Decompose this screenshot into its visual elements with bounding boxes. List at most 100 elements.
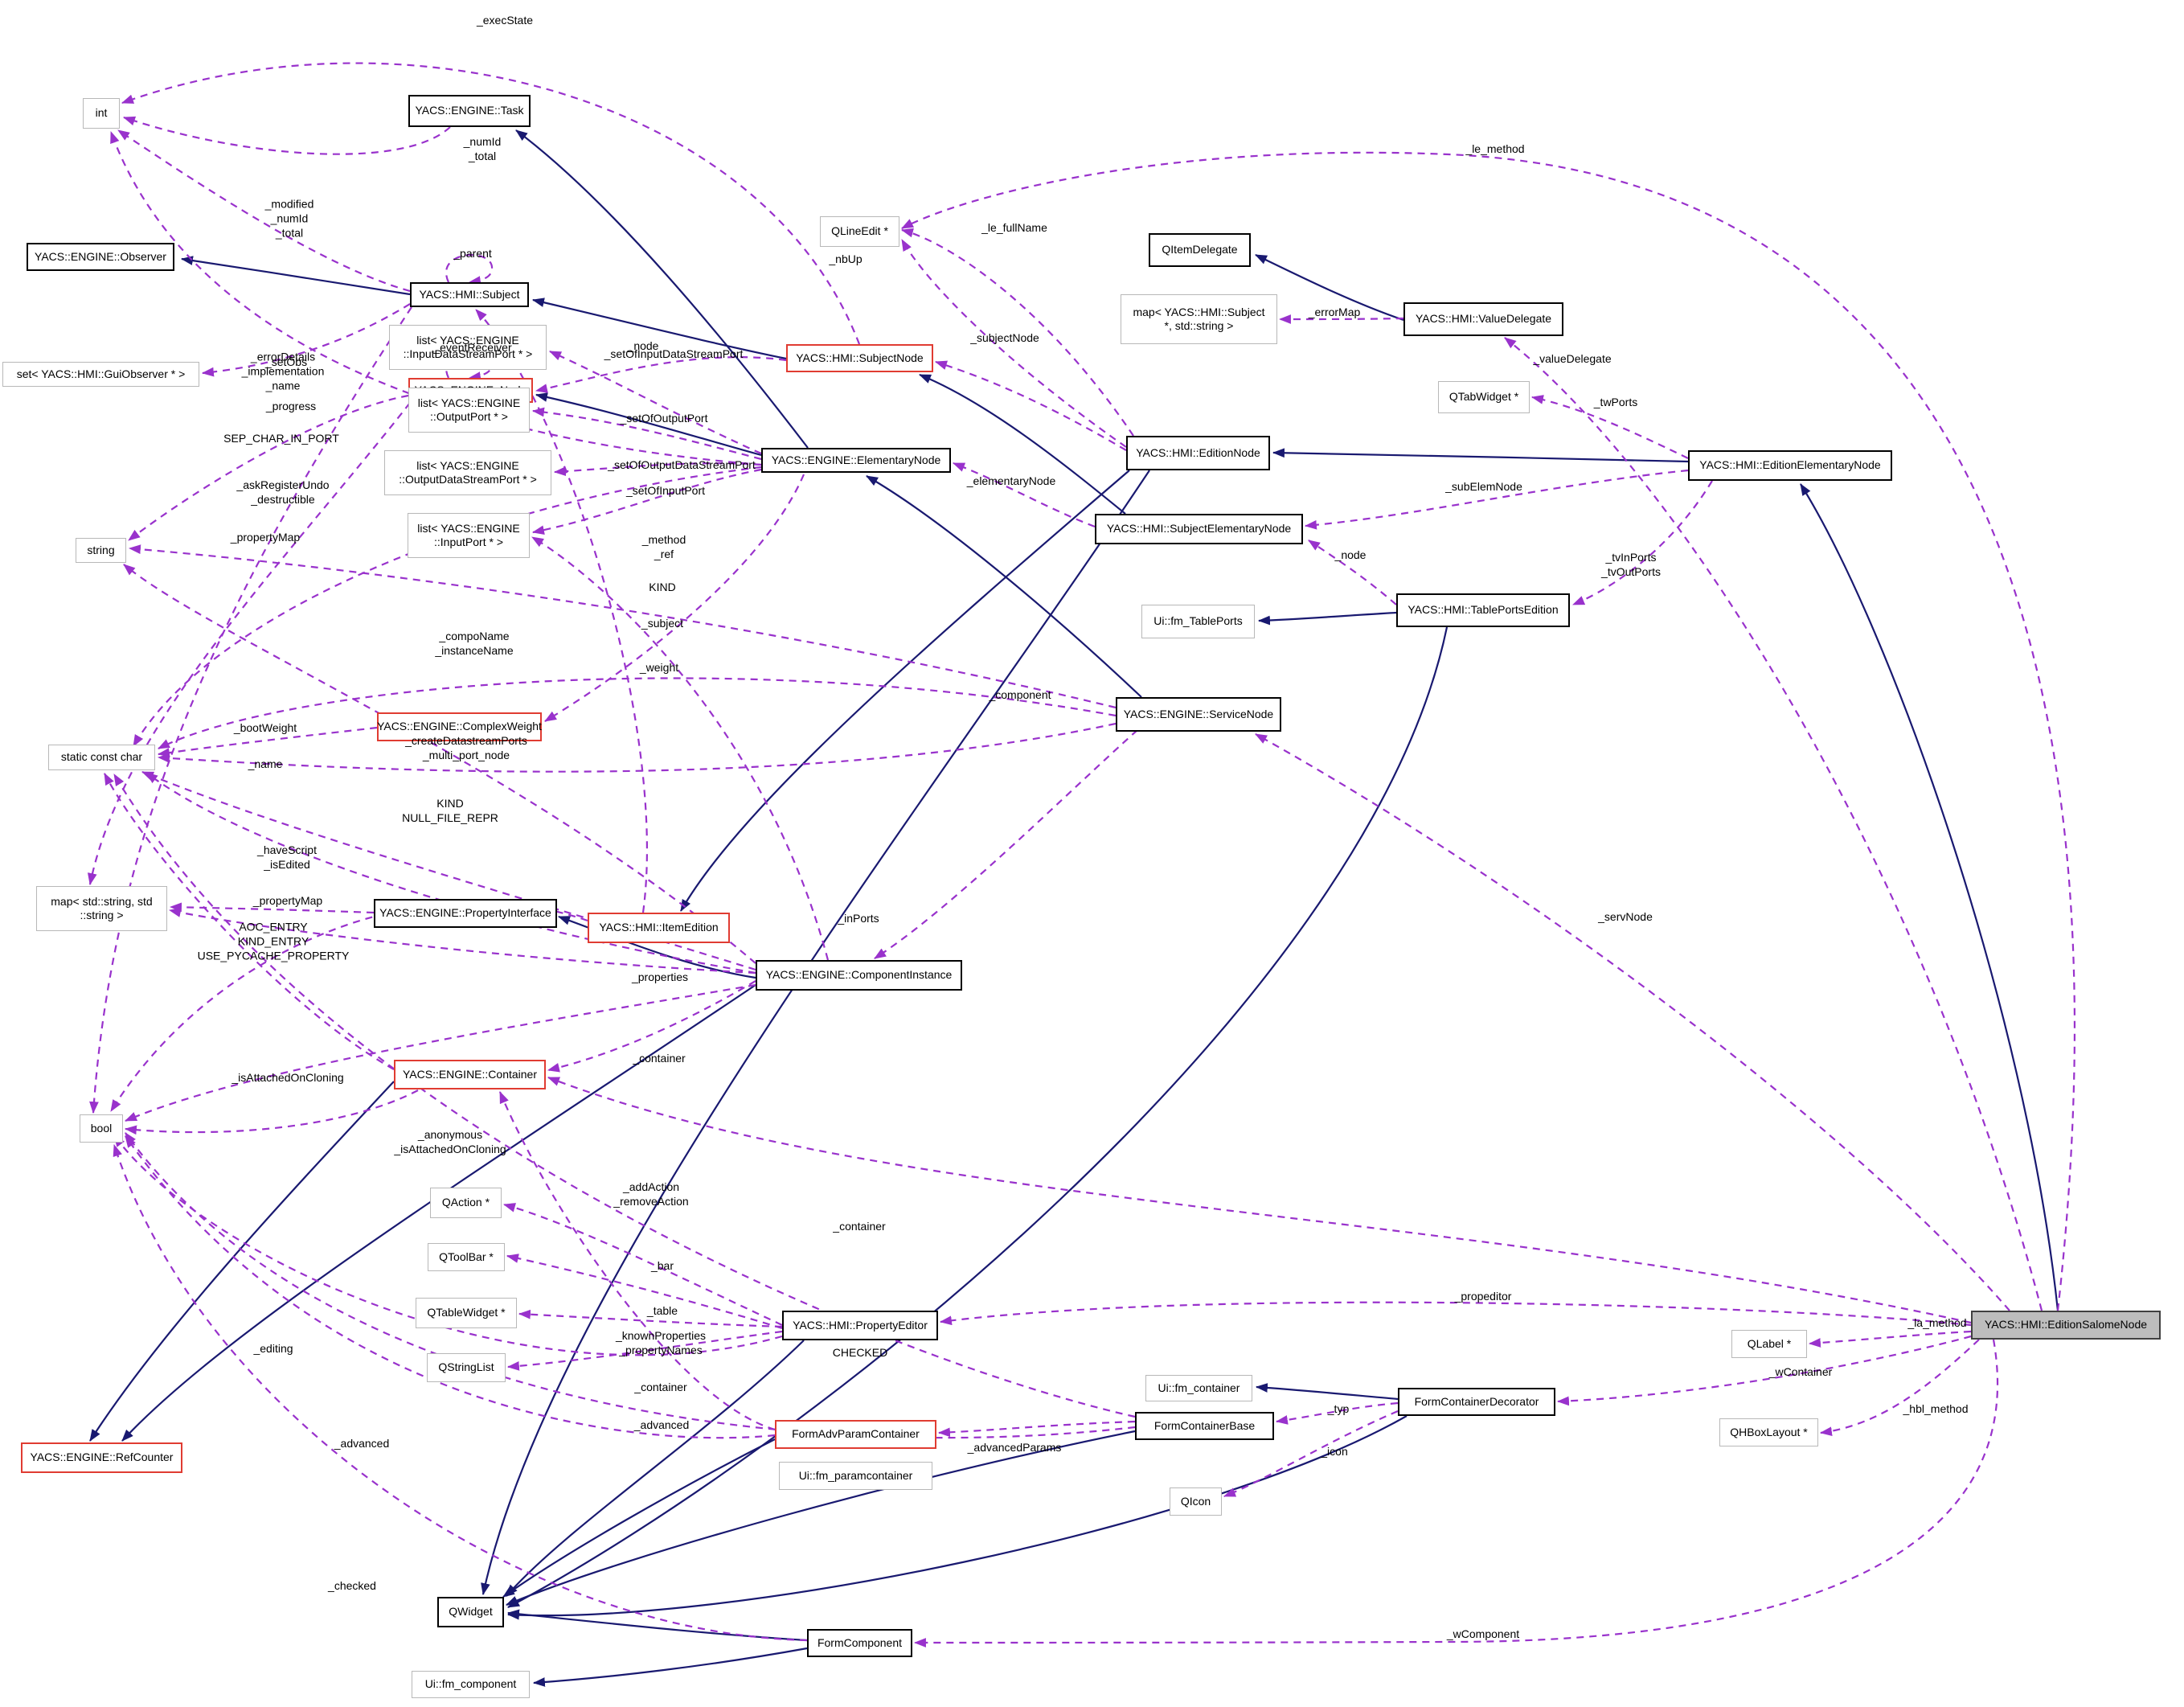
class-node-string[interactable]: string bbox=[76, 538, 126, 563]
class-node-valuedelegate[interactable]: YACS::HMI::ValueDelegate bbox=[1403, 302, 1563, 336]
inheritance-edge-10 bbox=[507, 626, 1448, 1608]
class-node-qhboxlayout[interactable]: QHBoxLayout * bbox=[1719, 1418, 1818, 1446]
inheritance-edge-6 bbox=[1272, 448, 1689, 463]
usage-edge-79 bbox=[1275, 1401, 1399, 1425]
usage-edge-26 bbox=[445, 253, 494, 285]
class-node-elementarynode[interactable]: YACS::ENGINE::ElementaryNode bbox=[761, 448, 951, 473]
class-node-complexweight[interactable]: YACS::ENGINE::ComplexWeight bbox=[377, 712, 542, 741]
inheritance-edge-14 bbox=[506, 1415, 1408, 1620]
class-node-fmparamcontainer[interactable]: Ui::fm_paramcontainer bbox=[779, 1462, 932, 1490]
class-node-task[interactable]: YACS::ENGINE::Task bbox=[408, 95, 531, 127]
class-node-qtablewidget[interactable]: QTableWidget * bbox=[416, 1298, 517, 1328]
class-node-formcontainerbase[interactable]: FormContainerBase bbox=[1135, 1412, 1274, 1440]
class-node-lodsp[interactable]: list< YACS::ENGINE ::OutputDataStreamPor… bbox=[384, 450, 551, 495]
class-node-fmcontainer[interactable]: Ui::fm_container bbox=[1145, 1375, 1252, 1401]
usage-edge-80 bbox=[1223, 1410, 1399, 1498]
usage-edge-25 bbox=[117, 129, 411, 293]
class-node-editionnode[interactable]: YACS::HMI::EditionNode bbox=[1126, 436, 1270, 470]
usage-edge-59 bbox=[874, 729, 1138, 959]
class-node-qstringlist[interactable]: QStringList bbox=[427, 1353, 506, 1382]
usage-edge-85 bbox=[1819, 1339, 1980, 1437]
inheritance-edge-17 bbox=[506, 1609, 808, 1642]
class-node-fmcomponent[interactable]: Ui::fm_component bbox=[412, 1671, 530, 1698]
class-node-qtabwidget[interactable]: QTabWidget * bbox=[1438, 381, 1530, 413]
class-node-refcounter[interactable]: YACS::ENGINE::RefCounter bbox=[21, 1442, 182, 1473]
usage-edge-78 bbox=[937, 1420, 1136, 1438]
usage-edge-39 bbox=[158, 677, 1117, 749]
inheritance-edge-5 bbox=[919, 373, 1126, 515]
usage-edge-84 bbox=[1556, 1335, 1972, 1406]
usage-edge-28 bbox=[201, 303, 411, 377]
class-node-propertyeditor[interactable]: YACS::HMI::PropertyEditor bbox=[782, 1311, 938, 1340]
class-node-propertyinterface[interactable]: YACS::ENGINE::PropertyInterface bbox=[374, 899, 557, 928]
usage-edge-32 bbox=[89, 306, 412, 1114]
class-node-editionelemnode[interactable]: YACS::HMI::EditionElementaryNode bbox=[1688, 450, 1892, 481]
class-node-qlineedit[interactable]: QLineEdit * bbox=[820, 216, 899, 247]
class-node-qlabel[interactable]: QLabel * bbox=[1731, 1330, 1807, 1358]
class-node-tableportsedition[interactable]: YACS::HMI::TablePortsEdition bbox=[1396, 593, 1570, 627]
usage-edge-77 bbox=[125, 1135, 776, 1439]
inheritance-edge-0 bbox=[180, 256, 411, 296]
inheritance-edge-11 bbox=[481, 470, 1150, 1596]
class-node-qwidget[interactable]: QWidget bbox=[437, 1597, 504, 1627]
usage-edge-81 bbox=[939, 1301, 1972, 1327]
usage-edge-23 bbox=[121, 62, 861, 345]
inheritance-edge-9 bbox=[1257, 611, 1397, 626]
inheritance-edge-16 bbox=[502, 1438, 776, 1598]
class-node-subjectnode[interactable]: YACS::HMI::SubjectNode bbox=[786, 344, 933, 372]
usage-edge-57 bbox=[1572, 480, 1713, 606]
class-node-qtoolbar[interactable]: QToolBar * bbox=[428, 1243, 505, 1271]
usage-edge-86 bbox=[913, 1339, 1998, 1648]
class-node-servicenode[interactable]: YACS::ENGINE::ServiceNode bbox=[1116, 697, 1281, 732]
inheritance-edge-18 bbox=[532, 1647, 808, 1687]
usage-edge-63 bbox=[104, 773, 395, 1070]
class-node-container[interactable]: YACS::ENGINE::Container bbox=[394, 1060, 546, 1089]
usage-edge-76 bbox=[125, 1132, 1136, 1439]
inheritance-edge-19 bbox=[121, 984, 756, 1442]
class-node-lop[interactable]: list< YACS::ENGINE ::OutputPort * > bbox=[408, 388, 530, 433]
usage-edge-34 bbox=[549, 350, 762, 455]
class-node-qitemdelegate[interactable]: QItemDelegate bbox=[1149, 233, 1251, 267]
class-node-staticchar[interactable]: static const char bbox=[48, 745, 155, 770]
usage-edge-24 bbox=[122, 116, 451, 155]
class-node-componentinstance[interactable]: YACS::ENGINE::ComponentInstance bbox=[756, 960, 962, 991]
class-node-guiobs[interactable]: set< YACS::HMI::GuiObserver * > bbox=[2, 362, 199, 387]
usage-edge-68 bbox=[547, 1076, 1972, 1324]
usage-edge-53 bbox=[1504, 337, 2043, 1311]
inheritance-edge-21 bbox=[557, 915, 756, 979]
class-node-editionsalomenode[interactable]: YACS::HMI::EditionSalomeNode bbox=[1971, 1311, 2161, 1340]
class-node-observer[interactable]: YACS::ENGINE::Observer bbox=[27, 243, 174, 271]
class-node-strmap[interactable]: map< std::string, std ::string > bbox=[36, 886, 167, 931]
usage-edge-38 bbox=[128, 544, 1117, 709]
class-node-lip[interactable]: list< YACS::ENGINE ::InputPort * > bbox=[408, 513, 530, 558]
class-node-formcomponent[interactable]: FormComponent bbox=[807, 1629, 912, 1657]
usage-edge-35 bbox=[531, 407, 762, 461]
usage-edge-54 bbox=[1530, 395, 1689, 459]
class-node-subject[interactable]: YACS::HMI::Subject bbox=[410, 282, 529, 307]
class-node-int[interactable]: int bbox=[83, 98, 120, 129]
usage-edge-43 bbox=[157, 726, 378, 757]
inheritance-edge-13 bbox=[1255, 1383, 1399, 1401]
class-node-lidsp[interactable]: list< YACS::ENGINE ::InputDataStreamPort… bbox=[389, 325, 547, 370]
class-node-fmtableports[interactable]: Ui::fm_TablePorts bbox=[1141, 605, 1255, 638]
class-node-formadvparam[interactable]: FormAdvParamContainer bbox=[775, 1420, 936, 1449]
usage-edge-31 bbox=[133, 466, 762, 747]
usage-edge-82 bbox=[1255, 733, 2010, 1311]
class-node-formcontainerdecorator[interactable]: FormContainerDecorator bbox=[1398, 1388, 1555, 1416]
inheritance-edge-1 bbox=[531, 297, 787, 360]
usage-edge-83 bbox=[1808, 1330, 1972, 1348]
usage-edge-44 bbox=[157, 722, 1117, 773]
class-node-qicon[interactable]: QIcon bbox=[1170, 1487, 1222, 1516]
inheritance-edge-8 bbox=[1255, 254, 1404, 322]
usage-edge-60 bbox=[531, 536, 830, 961]
usage-edge-33 bbox=[87, 402, 411, 886]
usage-edge-51 bbox=[1278, 314, 1404, 324]
class-node-qaction[interactable]: QAction * bbox=[430, 1188, 502, 1218]
class-node-bool[interactable]: bool bbox=[80, 1114, 123, 1143]
usage-edge-55 bbox=[1304, 469, 1689, 530]
class-node-subjmap[interactable]: map< YACS::HMI::Subject *, std::string > bbox=[1121, 294, 1277, 344]
class-node-subjectelemnode[interactable]: YACS::HMI::SubjectElementaryNode bbox=[1095, 514, 1303, 544]
class-node-itemedition[interactable]: YACS::HMI::ItemEdition bbox=[588, 913, 730, 943]
usage-edge-30 bbox=[128, 394, 409, 541]
